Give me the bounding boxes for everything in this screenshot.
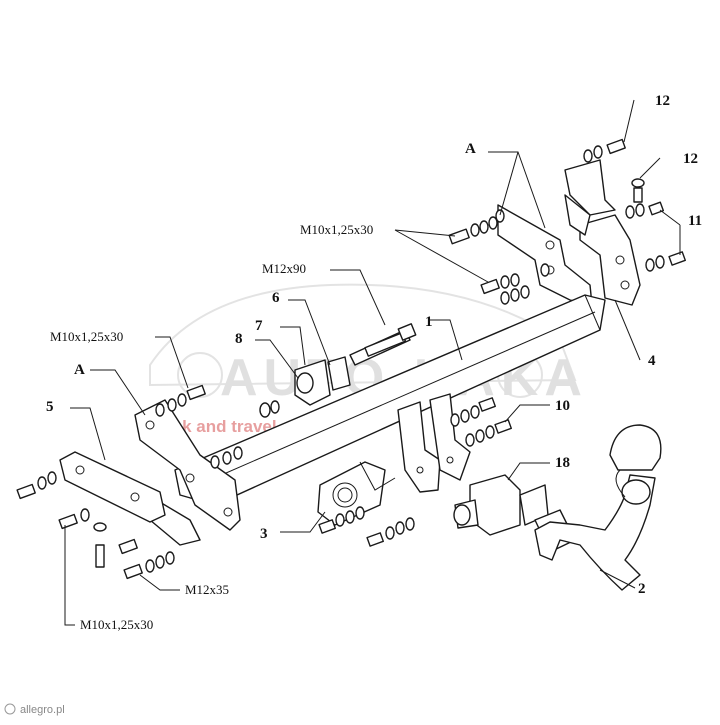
callout-11: 11 bbox=[688, 213, 702, 229]
bolt-group-top bbox=[448, 209, 550, 305]
callout-6: 6 bbox=[272, 290, 280, 306]
socket-plate bbox=[317, 461, 396, 526]
spec-bolt-left: M10x1,25x30 bbox=[50, 329, 123, 344]
leader-lines bbox=[64, 99, 681, 626]
spec-bolt-bottom: M10x1,25x30 bbox=[80, 617, 153, 632]
callout-7: 7 bbox=[255, 318, 263, 334]
spec-bolt-top: M10x1,25x30 bbox=[300, 222, 373, 237]
callout-a-left: A bbox=[74, 362, 85, 378]
electrical-connector bbox=[453, 474, 576, 553]
bolt-group-bottom bbox=[318, 397, 512, 547]
callout-18: 18 bbox=[555, 455, 570, 471]
callout-10: 10 bbox=[555, 398, 570, 414]
right-bracket bbox=[497, 159, 641, 306]
side-plate-5 bbox=[59, 451, 166, 523]
main-crossbar bbox=[174, 294, 606, 506]
credit-text: allegro.pl bbox=[20, 704, 65, 716]
callout-8: 8 bbox=[235, 331, 243, 347]
callout-1: 1 bbox=[425, 314, 433, 330]
callout-5: 5 bbox=[46, 399, 54, 415]
spec-m12x90: M12x90 bbox=[262, 261, 306, 276]
callout-4: 4 bbox=[648, 353, 656, 369]
callout-12-top: 12 bbox=[655, 93, 670, 109]
bolt-m12x90 bbox=[259, 323, 417, 418]
callout-3: 3 bbox=[260, 526, 268, 542]
callout-a-right: A bbox=[465, 141, 476, 157]
bolt-group-left bbox=[16, 384, 243, 580]
callout-2: 2 bbox=[638, 581, 646, 597]
tow-ball bbox=[534, 424, 662, 591]
callout-12-side: 12 bbox=[683, 151, 698, 167]
bolt-group-right bbox=[583, 138, 686, 272]
spec-m12x35: M12x35 bbox=[185, 582, 229, 597]
credit-badge: allegro.pl bbox=[4, 703, 65, 716]
